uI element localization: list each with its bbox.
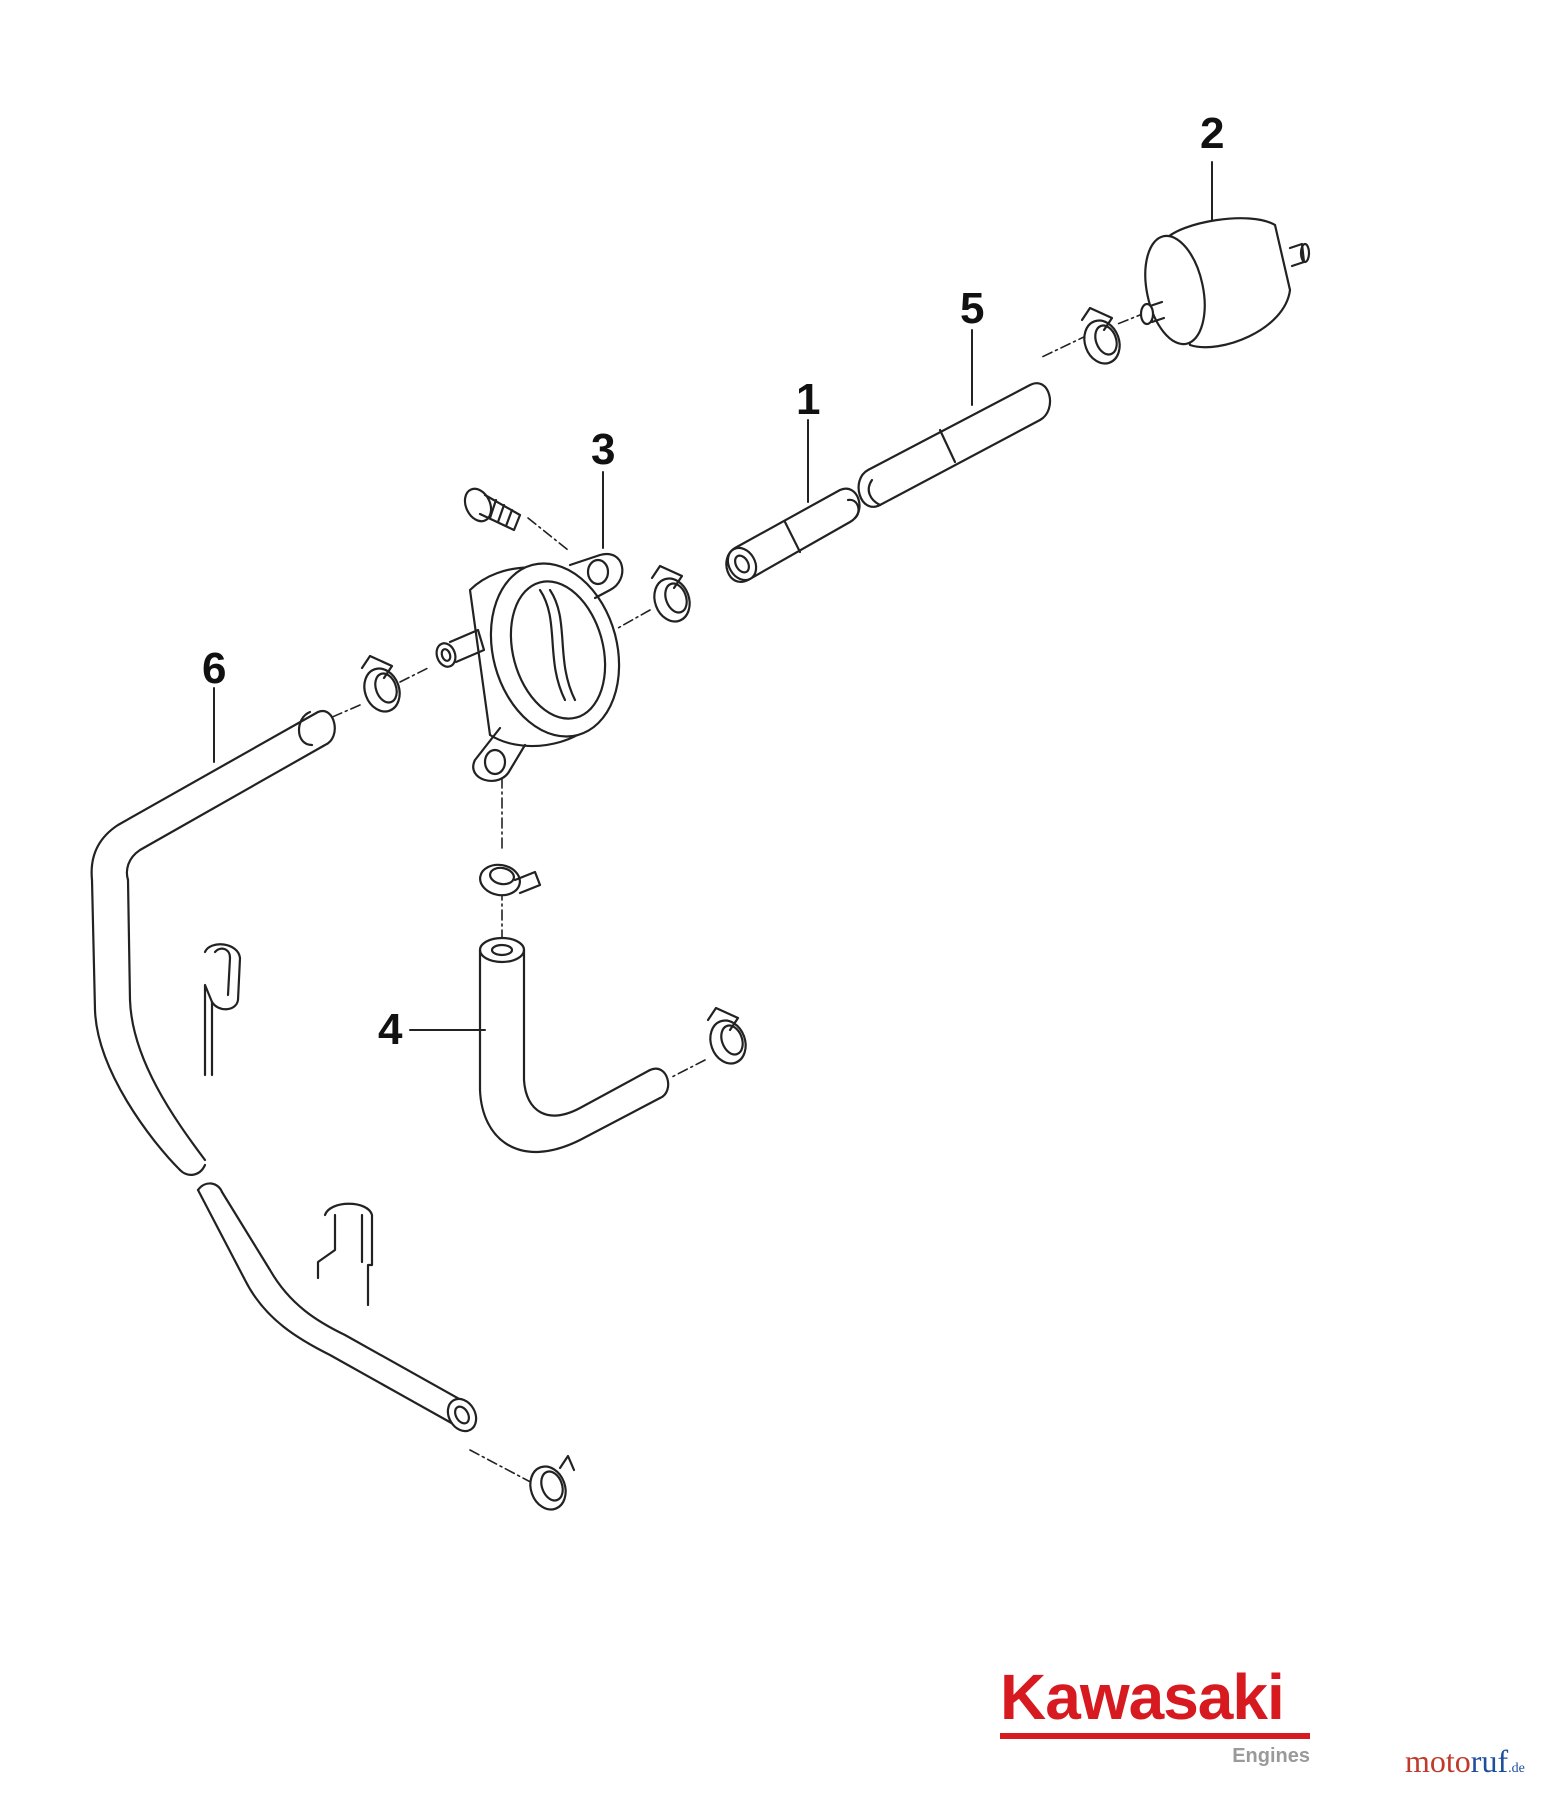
watermark-part1: moto (1405, 1743, 1471, 1779)
leader-lines (213, 161, 1213, 1031)
assembly-lines (329, 304, 1166, 1487)
mounting-bolt (463, 487, 522, 532)
motoruf-watermark: motoruf.de (1405, 1745, 1525, 1777)
hose-clamp-4-end (706, 1006, 747, 1065)
hose-clamp-filter (1080, 306, 1121, 365)
hose-clamp-6-top (360, 654, 401, 713)
callout-6: 6 (202, 644, 227, 693)
brand-name: Kawasaki (1000, 1661, 1285, 1733)
fuel-valve (435, 552, 624, 782)
fuel-hose-6 (90, 709, 478, 1433)
brand-bar (1000, 1733, 1310, 1739)
watermark-part2: ruf (1470, 1743, 1509, 1779)
watermark-tld: .de (1508, 1761, 1525, 1776)
callout-3: 3 (591, 425, 616, 474)
hose-clamp-4-top (479, 863, 542, 897)
callout-4: 4 (378, 1005, 403, 1054)
fuel-hose-1 (725, 487, 861, 583)
fuel-hose-5 (857, 382, 1051, 508)
callout-1: 1 (796, 375, 821, 424)
hose-clamp-valve-outlet (650, 564, 691, 623)
hose-clip-upper (203, 943, 242, 1077)
fuel-filter (1139, 217, 1311, 349)
hose-clip-lower (316, 1202, 374, 1307)
brand-subtitle: Engines (1232, 1745, 1310, 1767)
callout-2: 2 (1200, 109, 1225, 158)
hose-clamp-6-bottom (529, 1454, 576, 1511)
callout-5: 5 (960, 284, 985, 333)
kawasaki-logo: Kawasaki Engines (1000, 1665, 1310, 1768)
fuel-hose-4 (478, 936, 670, 1153)
